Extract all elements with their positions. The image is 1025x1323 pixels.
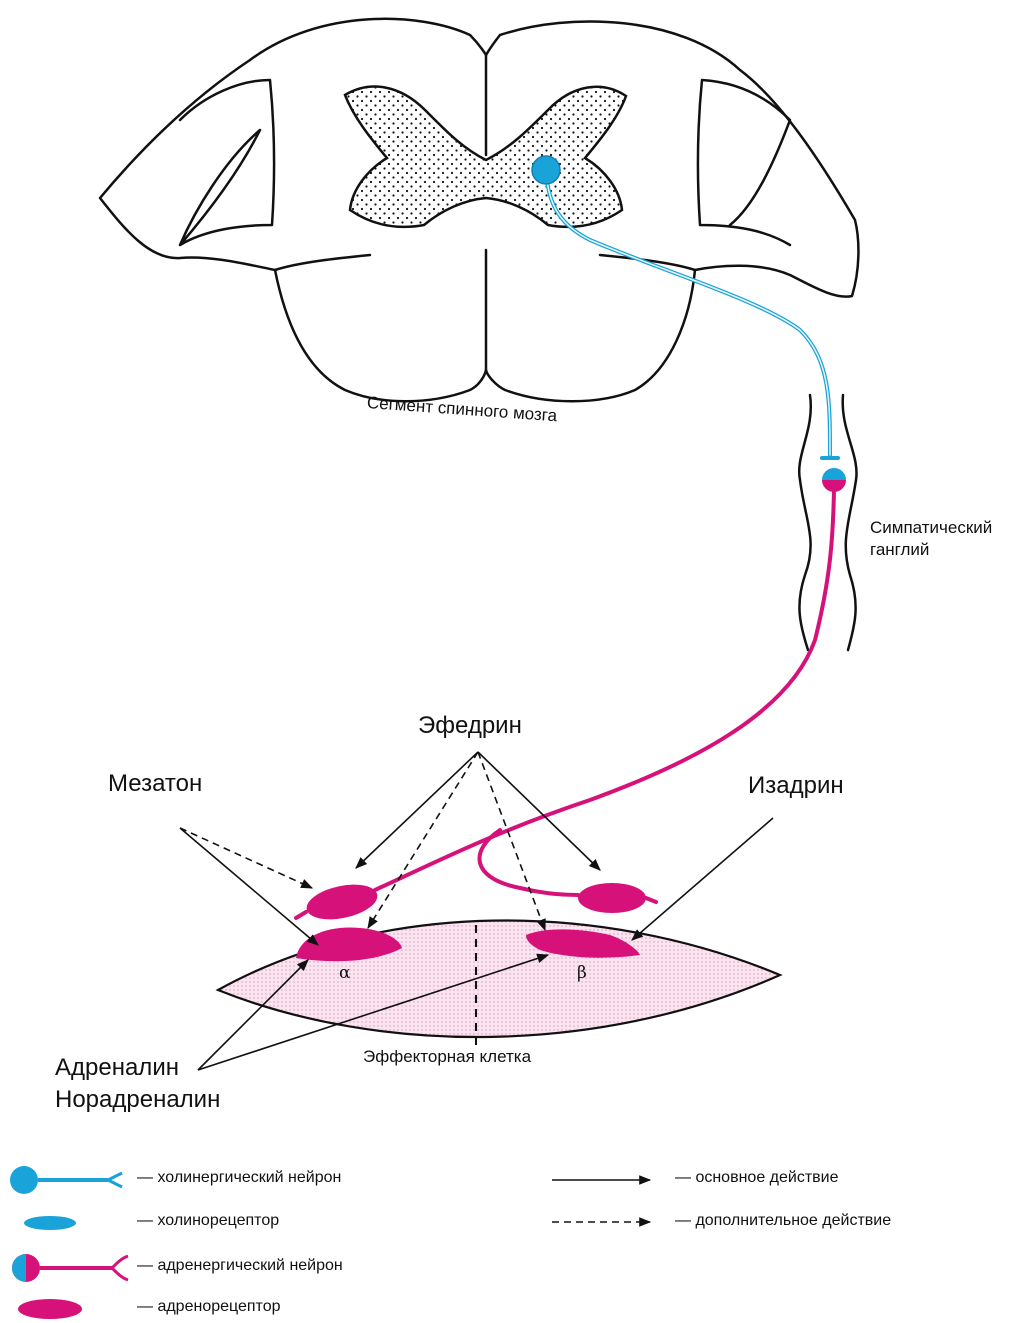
alpha-label: α bbox=[339, 963, 350, 983]
noradrenaline-label: Норадреналин bbox=[55, 1086, 220, 1114]
effector-cell bbox=[218, 920, 780, 1037]
sympathetic-ganglion-outline bbox=[799, 395, 856, 650]
beta-label: β bbox=[577, 963, 587, 983]
legend-cholinoreceptor-text: — холинорецептор bbox=[137, 1212, 279, 1230]
white-matter-contour-left bbox=[275, 255, 370, 270]
legend-cholinoreceptor-symbol bbox=[24, 1216, 76, 1230]
isadrine-arrow bbox=[632, 818, 773, 940]
legend-main-action-text: — основное действие bbox=[675, 1169, 839, 1187]
cholinergic-soma bbox=[532, 156, 560, 184]
effector-cell-label: Эффекторная клетка bbox=[363, 1047, 531, 1067]
legend-cholinergic-neuron-symbol bbox=[10, 1166, 122, 1194]
legend-adrenergic-neuron-symbol bbox=[12, 1254, 128, 1282]
ganglion-label-line1: Симпатический bbox=[870, 518, 992, 538]
spinal-cord-segment bbox=[100, 19, 858, 401]
presynaptic-terminal-beta bbox=[578, 883, 646, 913]
postganglionic-axon-branch bbox=[480, 830, 578, 895]
presynaptic-terminal-alpha bbox=[303, 879, 380, 925]
ganglion-label-line2: ганглий bbox=[870, 540, 929, 560]
legend-cholinergic-neuron-text: — холинергический нейрон bbox=[137, 1169, 341, 1187]
isadrine-label: Изадрин bbox=[748, 772, 844, 800]
postganglionic-axon bbox=[375, 490, 834, 890]
dorsal-root-left bbox=[180, 80, 274, 245]
mesaton-label: Мезатон bbox=[108, 770, 202, 798]
legend-adrenoreceptor-symbol bbox=[18, 1299, 82, 1319]
legend-adrenergic-neuron-text: — адренергический нейрон bbox=[137, 1257, 343, 1275]
ephedrine-label: Эфедрин bbox=[418, 712, 522, 740]
mesaton-arrows bbox=[180, 828, 318, 945]
legend-additional-action-text: — дополнительное действие bbox=[675, 1212, 891, 1230]
adrenaline-label: Адреналин bbox=[55, 1054, 179, 1082]
legend-adrenoreceptor-text: — адренорецептор bbox=[137, 1298, 281, 1316]
